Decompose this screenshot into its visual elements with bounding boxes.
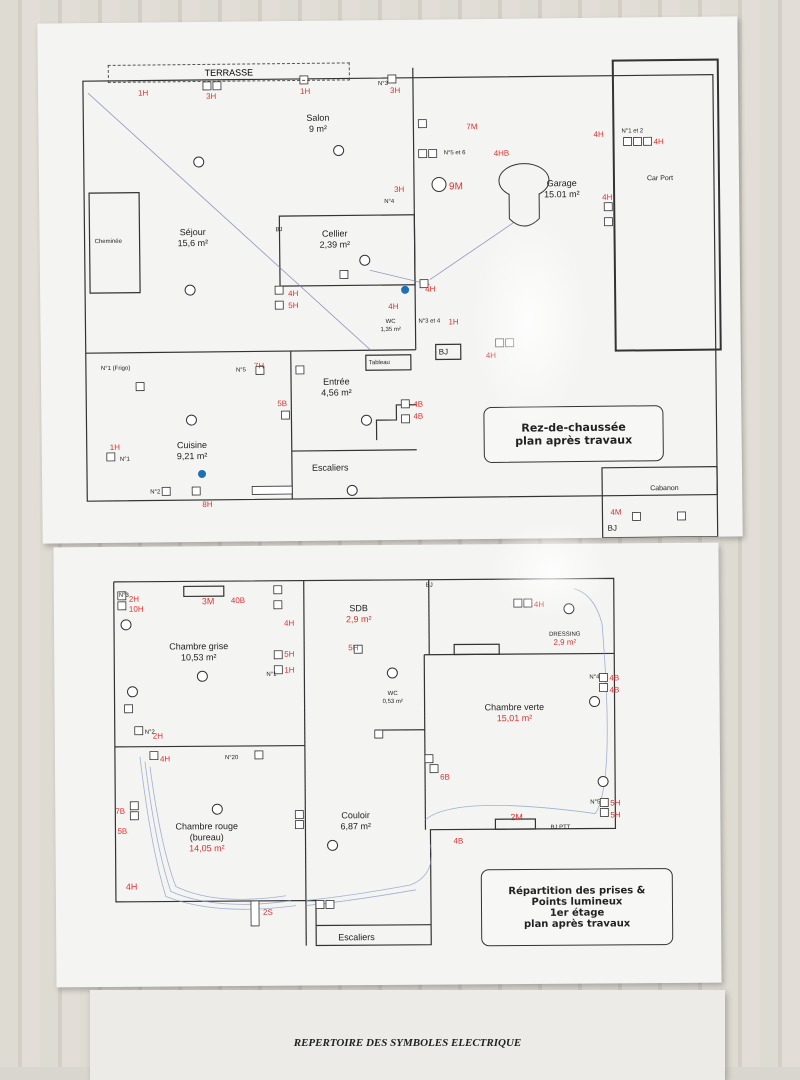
red-mark: 5B xyxy=(117,827,127,836)
red-mark: 7M xyxy=(466,122,477,131)
red-mark: 5H xyxy=(610,810,620,819)
bj-label-3: BJ xyxy=(608,523,617,534)
red-mark: 2S xyxy=(263,908,273,917)
label-n3et4: N°3 et 4 xyxy=(418,317,440,325)
red-mark: 5H xyxy=(610,798,620,807)
red-mark: 1H xyxy=(110,443,120,452)
red-mark: 1H xyxy=(448,317,458,326)
label-n5-etage: N°5 xyxy=(590,799,600,807)
label-n5et6: N°5 et 6 xyxy=(444,149,466,157)
red-mark: 4B xyxy=(609,685,619,694)
bj-label-1: BJ xyxy=(275,226,282,234)
label-n4-etage: N°4 xyxy=(589,674,599,682)
label-n3-etage: N°3 xyxy=(119,592,129,600)
bj-label-etage-1: BJ xyxy=(426,582,433,590)
terrace-label: TERRASSE xyxy=(108,62,350,83)
red-mark: 4B xyxy=(413,400,423,409)
red-mark: 4M xyxy=(610,508,621,517)
label-n4: N°4 xyxy=(384,198,394,206)
red-mark: 2M xyxy=(510,812,523,822)
red-mark: 5B xyxy=(277,399,287,408)
label-n5: N°5 xyxy=(236,367,246,375)
red-mark: 5H xyxy=(284,650,294,659)
tableau-label: Tableau xyxy=(369,359,390,367)
red-mark: 4H xyxy=(602,193,612,202)
red-mark: 4B xyxy=(413,412,423,421)
red-mark: 10H xyxy=(129,605,144,614)
glare-highlight xyxy=(490,520,610,620)
red-mark: 4B xyxy=(454,836,464,845)
label-n1-frigo: N°1 (Frigo) xyxy=(101,365,130,373)
room-escaliers-etage: Escaliers xyxy=(338,932,375,943)
room-cabanon: Cabanon xyxy=(650,485,679,493)
red-mark: 1H xyxy=(300,87,310,96)
glare-highlight xyxy=(470,210,590,430)
red-mark: 1H xyxy=(284,666,294,675)
label-n2: N°2 xyxy=(150,488,160,496)
red-mark: 4H xyxy=(593,130,603,139)
red-mark: 9M xyxy=(449,181,463,192)
cheminee-label: Cheminée xyxy=(95,238,122,246)
red-mark: 3H xyxy=(206,92,216,101)
label-n3: N°3 xyxy=(378,80,388,88)
first-floor-title-box: Répartition des prises & Points lumineux… xyxy=(481,868,674,946)
red-mark: 3M xyxy=(202,596,215,606)
bj-label-2: BJ xyxy=(439,346,448,357)
red-mark: 4H xyxy=(654,137,664,146)
red-mark: 4H xyxy=(284,619,294,628)
red-mark: 5H xyxy=(288,301,298,310)
red-mark: 4HB xyxy=(494,149,510,158)
red-mark: 5H xyxy=(348,643,358,652)
red-mark: 2H xyxy=(153,732,163,741)
label-n20-etage: N°20 xyxy=(225,754,238,762)
red-mark: 7B xyxy=(115,807,125,816)
room-carport: Car Port xyxy=(647,175,673,183)
red-mark: 4H xyxy=(160,755,170,764)
label-n1et2: N°1 et 2 xyxy=(621,127,643,135)
red-mark: 4B xyxy=(609,673,619,682)
red-mark: 4H xyxy=(425,285,435,294)
red-mark: 4H xyxy=(288,289,298,298)
red-mark: 4H xyxy=(126,882,138,892)
red-mark: 1H xyxy=(138,89,148,98)
red-mark: 6B xyxy=(440,773,450,782)
symbols-directory-title: REPERTOIRE DES SYMBOLES ELECTRIQUE xyxy=(90,1037,725,1049)
red-mark: 3H xyxy=(394,185,404,194)
red-mark: 40B xyxy=(231,596,245,605)
room-escaliers: Escaliers xyxy=(312,462,349,473)
bj-label-etage-2: BJ PTT xyxy=(550,824,570,832)
red-mark: 8H xyxy=(202,500,212,509)
red-mark: 2H xyxy=(129,595,139,604)
red-mark: 3H xyxy=(390,86,400,95)
room-chambre-rouge: Chambre rouge(bureau)14,05 m² xyxy=(175,821,238,854)
label-n1-etage: N°1 xyxy=(266,671,276,679)
label-n1: N°1 xyxy=(120,456,130,464)
red-mark: 7H xyxy=(254,361,264,370)
red-mark: 4H xyxy=(388,302,398,311)
